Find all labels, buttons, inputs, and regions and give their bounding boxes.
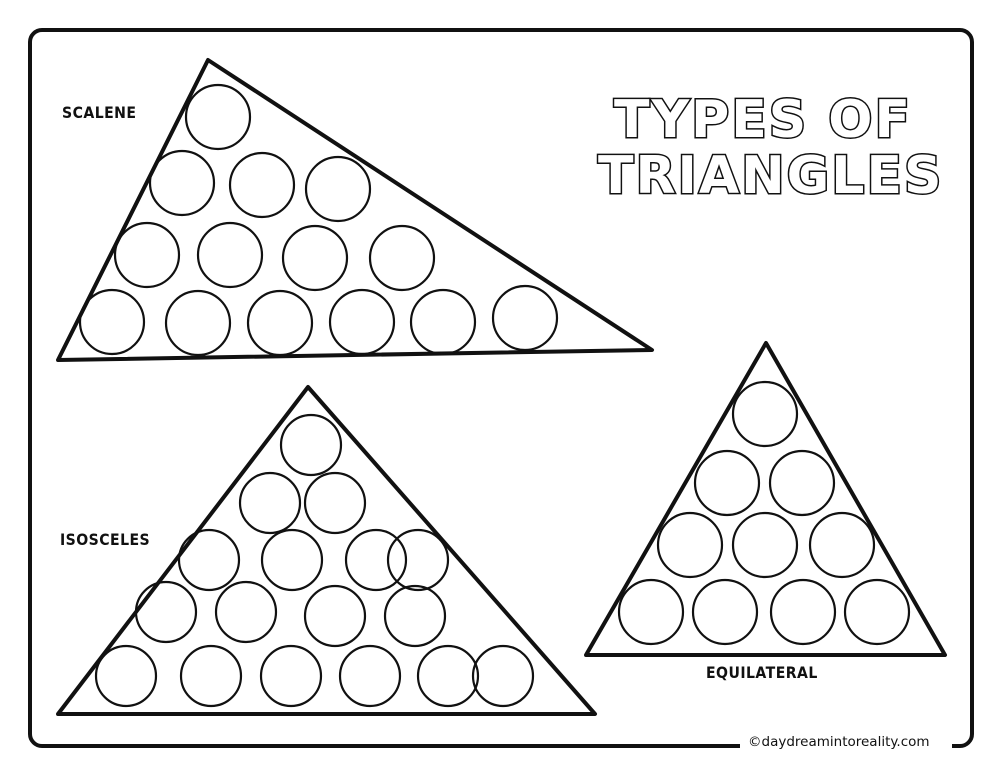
dot-circle <box>731 380 799 448</box>
dot-circle <box>409 288 477 356</box>
dot-circle <box>78 288 146 356</box>
scalene-label: SCALENE <box>62 103 137 122</box>
dot-circle <box>281 224 349 292</box>
dot-circle <box>491 284 559 352</box>
dot-circle <box>177 528 241 592</box>
dot-circle <box>259 644 323 708</box>
dot-circle <box>617 578 685 646</box>
dot-circle <box>214 580 278 644</box>
isosceles-outline <box>56 385 597 716</box>
dot-circle <box>731 511 799 579</box>
dot-circle <box>164 289 232 357</box>
dot-circle <box>691 578 759 646</box>
equilateral-triangle <box>584 341 947 657</box>
dot-circle <box>303 584 367 648</box>
dot-circle <box>303 471 367 535</box>
dot-circle <box>94 644 158 708</box>
dot-circle <box>386 528 450 592</box>
dot-circle <box>383 584 447 648</box>
dot-circle <box>228 151 296 219</box>
dot-circle <box>338 644 402 708</box>
dot-circle <box>279 413 343 477</box>
footer-gap <box>740 734 952 750</box>
dot-circle <box>471 644 535 708</box>
isosceles-triangle <box>56 385 597 716</box>
dot-circle <box>113 221 181 289</box>
dot-circle <box>179 644 243 708</box>
dot-circle <box>693 449 761 517</box>
page-border <box>28 28 974 748</box>
dot-circle <box>808 511 876 579</box>
dot-circle <box>656 511 724 579</box>
dot-circle <box>196 221 264 289</box>
dot-circle <box>344 528 408 592</box>
dot-circle <box>184 83 252 151</box>
dot-circle <box>769 578 837 646</box>
equilateral-label: EQUILATERAL <box>706 663 818 682</box>
dot-circle <box>246 289 314 357</box>
dot-circle <box>238 471 302 535</box>
title-line-2: TRIANGLES <box>597 146 944 206</box>
equilateral-outline <box>584 341 947 657</box>
dot-circle <box>328 288 396 356</box>
dot-circle <box>368 224 436 292</box>
title-line-1: TYPES OF <box>612 90 913 150</box>
scalene-outline <box>56 58 654 362</box>
dot-circle <box>304 155 372 223</box>
dot-circle <box>134 580 198 644</box>
isosceles-label: ISOSCELES <box>60 530 151 549</box>
copyright-text: ©daydreamintoreality.com <box>748 734 930 750</box>
dot-circle <box>416 644 480 708</box>
dot-circle <box>843 578 911 646</box>
dot-circle <box>260 528 324 592</box>
dot-circle <box>148 149 216 217</box>
page-title: TYPES OF TRIANGLES <box>597 90 944 206</box>
dot-circle <box>768 449 836 517</box>
scalene-triangle <box>56 58 654 362</box>
